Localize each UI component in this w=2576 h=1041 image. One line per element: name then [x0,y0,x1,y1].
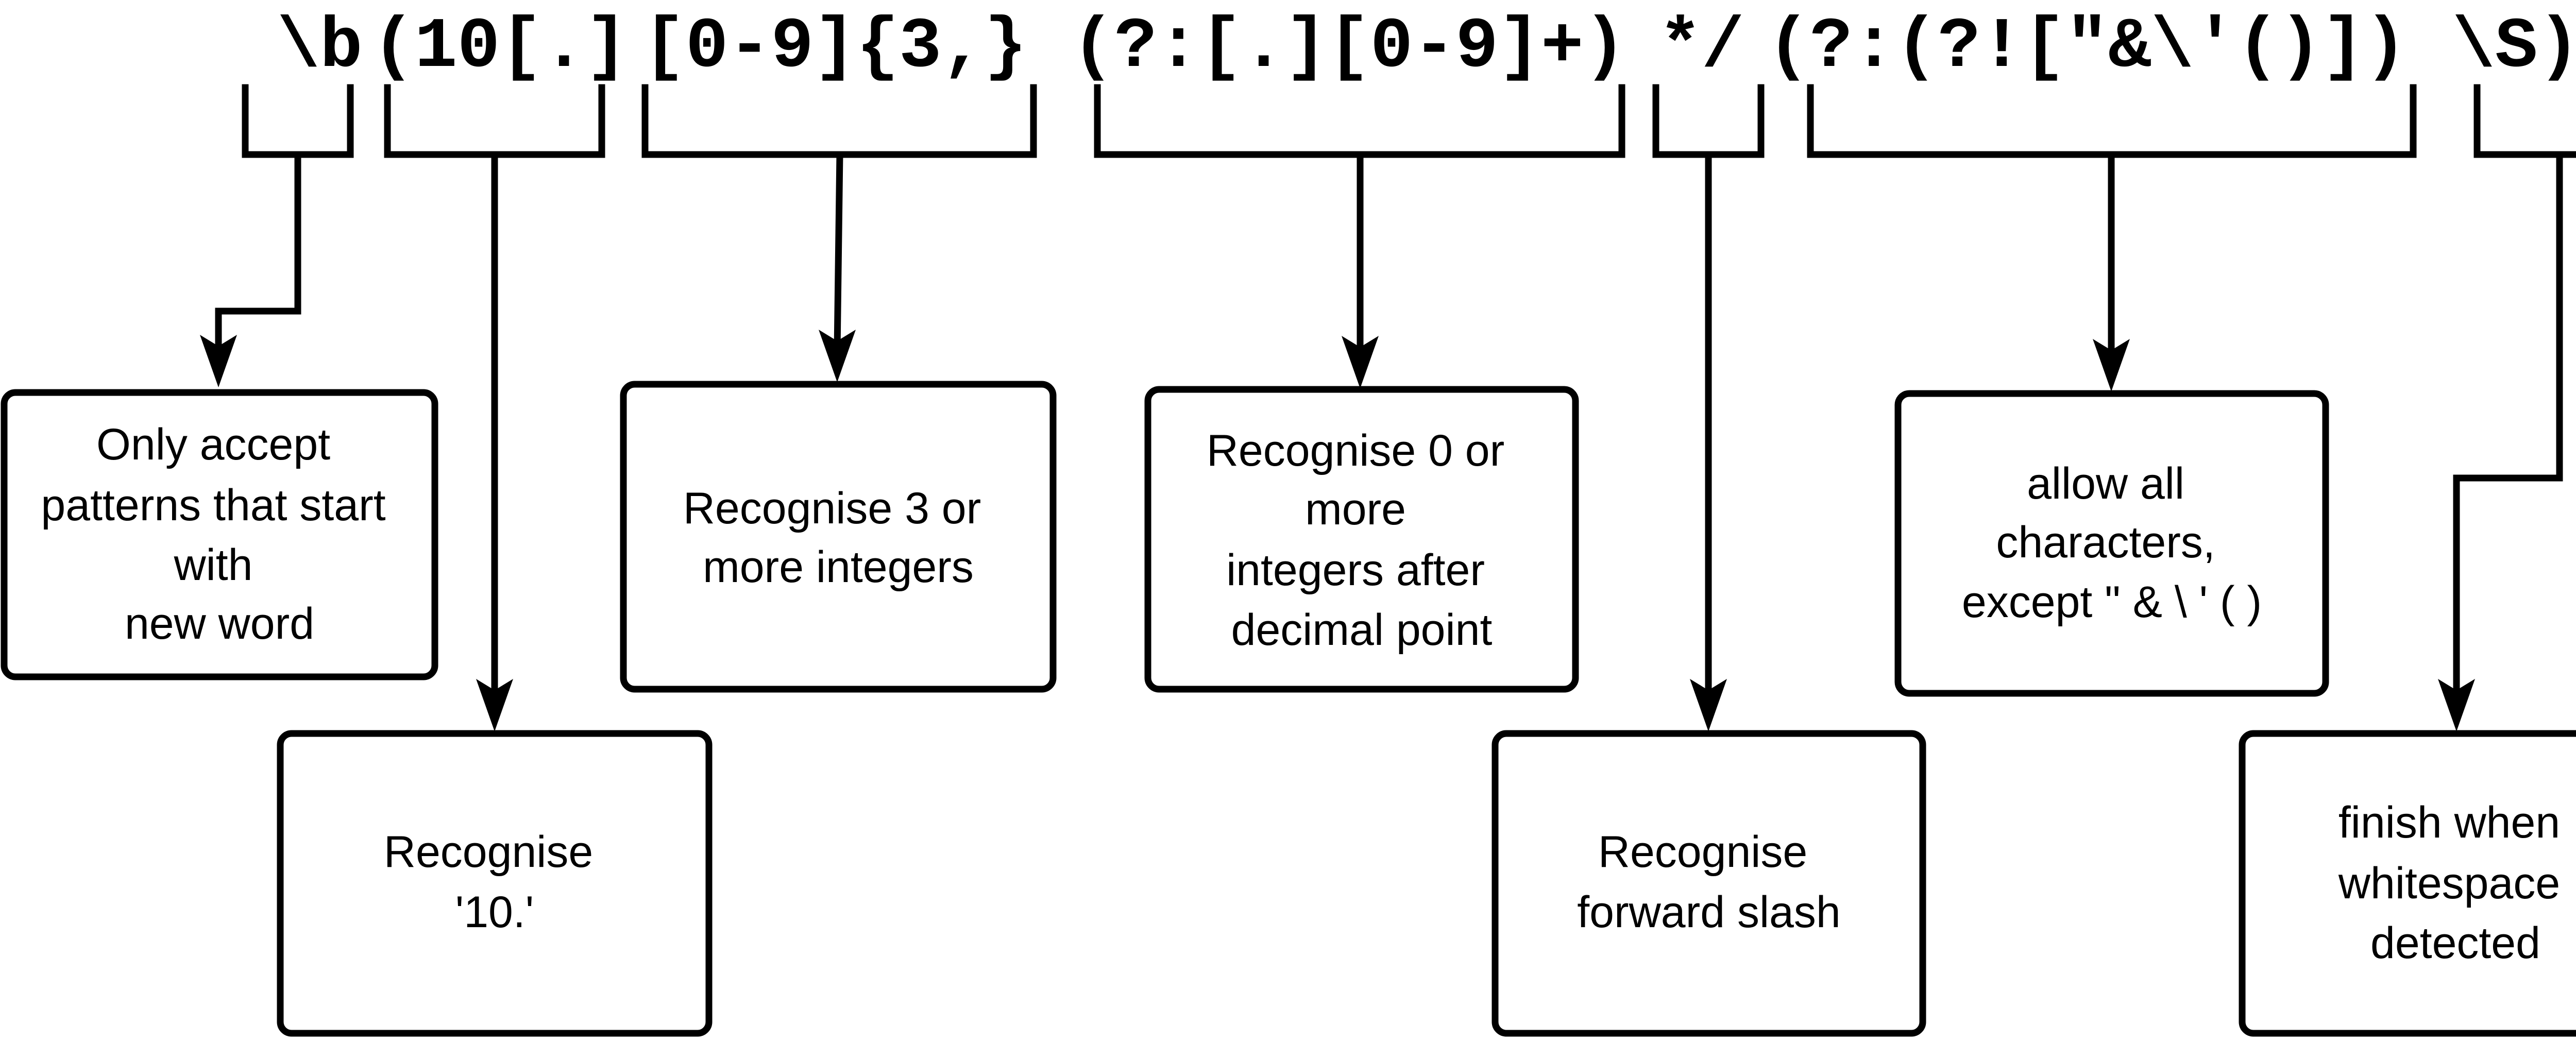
box-word-boundary-line-4: new word [125,599,314,649]
arrowhead-prefix-10 [476,679,513,731]
svg-text:Recognise '10.': Recognise '10.' [384,827,605,937]
bracket-decimal-group [1094,84,1625,158]
box-word-boundary: Only accept patterns that start with new… [1,389,438,680]
box-word-boundary-line-3: with [174,540,253,590]
box-decimal-group-line-3: integers after [1226,545,1485,595]
box-allowed-chars-line-3: except " & \ ' ( ) [1962,577,2262,627]
box-three-plus-digits-line-1: Recognise 3 or [683,484,981,533]
box-allowed-chars-line-2: characters, [1996,518,2215,567]
box-slash-line-2: forward slash [1577,888,1840,937]
box-slash: Recognise forward slash [1492,730,1926,1037]
bracket-non-whitespace [2473,84,2576,158]
arrowhead-decimal-group [1342,336,1379,388]
regex-non-whitespace: \S)+) [2452,7,2576,88]
bracket-allowed-chars [1807,84,2417,158]
box-word-boundary-line-1: Only accept [96,420,330,469]
box-non-whitespace-line-2: whitespace [2338,859,2560,908]
svg-text:Recognise forward slas: Recognise forward slash [1577,827,1840,937]
arrowhead-non-whitespace [2438,679,2475,731]
box-three-plus-digits: Recognise 3 or more integers [620,381,1057,693]
svg-text:Recognise 0 or more: Recognise 0 or more integers after decim… [1207,426,1517,655]
arrowhead-word-boundary [200,335,237,387]
box-decimal-group-line-4: decimal point [1231,605,1493,655]
box-allowed-chars: allow all characters, except " & \ ' ( ) [1894,390,2329,697]
regex-three-plus-digits: [0-9]{3,} [643,7,1027,88]
box-word-boundary-line-2: patterns that start [41,481,385,530]
arrowhead-allowed-chars [2093,339,2130,391]
bracket-word-boundary [242,84,354,158]
box-allowed-chars-line-1: allow all [2027,459,2184,508]
brackets [242,84,2576,158]
regex-slash: */ [1659,7,1744,88]
bracket-three-plus-digits [641,84,1037,158]
regex-word-boundary: \b [277,7,363,88]
box-non-whitespace: finish when whitespace detected [2239,730,2576,1037]
box-three-plus-digits-line-2: more integers [703,542,974,592]
box-decimal-group-line-1: Recognise 0 or [1207,426,1504,475]
arrowhead-slash [1690,679,1727,731]
box-non-whitespace-line-3: detected [2370,918,2540,968]
box-prefix-10: Recognise '10.' [277,730,713,1037]
svg-text:Only accept patterns t: Only accept patterns that start with new… [41,420,398,649]
explanation-boxes: Only accept patterns that start with new… [1,381,2576,1037]
regex-decimal-group: (?:[.][0-9]+) [1072,7,1626,88]
svg-text:Recognise 3 or more in: Recognise 3 or more integers [683,484,993,592]
arrowheads [200,330,2475,731]
box-slash-line-1: Recognise [1598,827,1807,877]
connectors [215,154,2563,698]
connector-word-boundary [215,155,301,355]
bracket-prefix-10 [384,84,605,158]
box-decimal-group: Recognise 0 or more integers after decim… [1144,386,1579,693]
box-non-whitespace-line-1: finish when [2338,798,2560,847]
connector-non-whitespace [2453,155,2563,698]
regex-prefix-10: (10[.] [372,7,628,88]
regex-allowed-chars: (?:(?!["&\'()]) [1767,7,2407,88]
box-prefix-10-line-2: '10.' [455,888,534,937]
regex-expression: \b (10[.] [0-9]{3,} (?:[.][0-9]+) */ (?:… [277,7,2576,88]
svg-text:finish when whitespace: finish when whitespace detected [2338,798,2572,968]
connector-three-plus-digits [834,154,843,351]
box-decimal-group-line-2: more [1305,485,1406,534]
box-prefix-10-line-1: Recognise [384,827,593,877]
arrowhead-three-plus-digits [819,330,856,382]
svg-text:allow all characters,: allow all characters, except " & \ ' ( ) [1962,459,2262,627]
bracket-slash [1652,84,1765,158]
